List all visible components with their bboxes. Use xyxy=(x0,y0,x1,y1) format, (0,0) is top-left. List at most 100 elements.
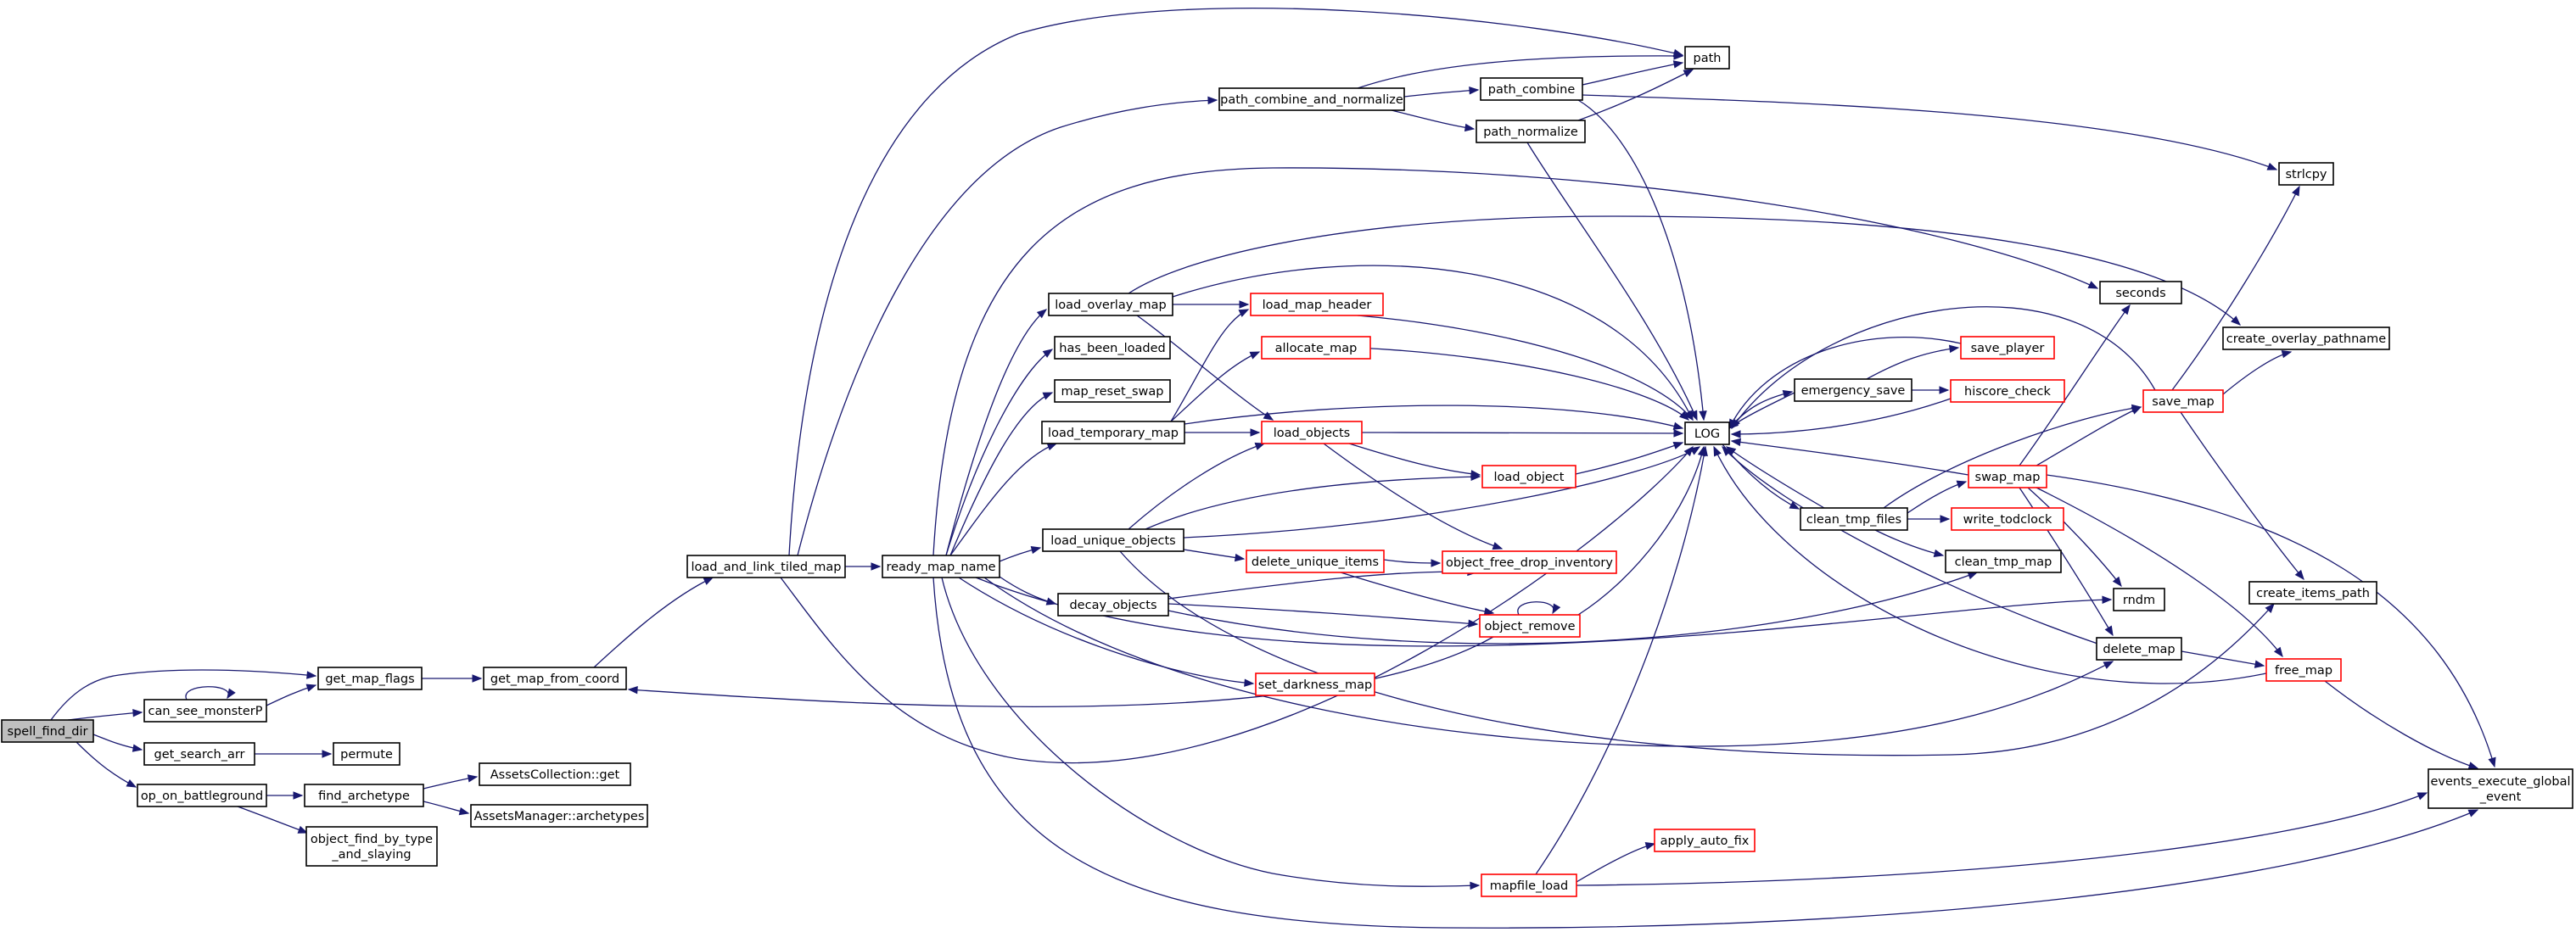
node-label: save_map xyxy=(2152,395,2214,409)
edge-path_combine_and_normalize-to-path_combine xyxy=(1403,87,1480,98)
edge-get_map_flags-to-get_map_from_coord xyxy=(422,674,483,683)
edge-ready_map_name-to-rndm xyxy=(975,577,2113,647)
node-load-unique-objects[interactable]: load_unique_objects xyxy=(1042,528,1184,552)
edge-ready_map_name-to-decay_objects xyxy=(999,576,1057,606)
edge-free_map-to-events_execute_global_event xyxy=(2324,680,2479,770)
node-swap-map[interactable]: swap_map xyxy=(1968,465,2047,488)
node-rndm[interactable]: rndm xyxy=(2113,588,2165,611)
node-label: decay_objects xyxy=(1069,599,1156,612)
node-save-player[interactable]: save_player xyxy=(1960,336,2055,360)
node-op-on-battleground[interactable]: op_on_battleground xyxy=(137,784,267,807)
edge-hiscore_check-to-LOG xyxy=(1730,398,1952,438)
edge-delete_unique_items-to-object_remove xyxy=(1340,572,1495,616)
node-apply-auto-fix[interactable]: apply_auto_fix xyxy=(1654,829,1756,852)
node-get-map-flags[interactable]: get_map_flags xyxy=(317,667,423,690)
node-seconds[interactable]: seconds xyxy=(2099,281,2182,304)
node-write-todclock[interactable]: write_todclock xyxy=(1951,507,2064,531)
edge-swap_map-to-free_map xyxy=(2036,487,2283,658)
node-strlcpy[interactable]: strlcpy xyxy=(2278,162,2334,186)
node-assetsmanager-archetypes[interactable]: AssetsManager::archetypes xyxy=(470,804,648,828)
node-label: load_object xyxy=(1494,471,1565,484)
node-path[interactable]: path xyxy=(1684,46,1730,70)
node-object-find-by-type-and-slaying[interactable]: object_find_by_type _and_slaying xyxy=(305,826,438,867)
edge-path_normalize-to-path xyxy=(1577,69,1694,121)
edge-LOG-to-clean_tmp_files xyxy=(1722,444,1800,510)
node-label: spell_find_dir xyxy=(8,725,88,739)
edge-ready_map_name-to-seconds xyxy=(932,167,2099,556)
node-events-execute-global-event[interactable]: events_execute_global_event xyxy=(2428,768,2573,809)
node-object-remove[interactable]: object_remove xyxy=(1479,614,1581,638)
node-load-map-header[interactable]: load_map_header xyxy=(1250,293,1384,316)
edge-swap_map-to-save_map xyxy=(2036,406,2142,466)
node-label: load_unique_objects xyxy=(1050,534,1175,548)
node-label: path_combine xyxy=(1488,83,1576,97)
node-free-map[interactable]: free_map xyxy=(2265,658,2342,682)
node-path-combine-and-normalize[interactable]: path_combine_and_normalize xyxy=(1218,87,1405,111)
node-path-combine[interactable]: path_combine xyxy=(1480,77,1583,101)
node-set-darkness-map[interactable]: set_darkness_map xyxy=(1255,672,1375,696)
node-delete-map[interactable]: delete_map xyxy=(2096,637,2182,661)
node-load-objects[interactable]: load_objects xyxy=(1261,421,1363,444)
node-label: strlcpy xyxy=(2286,168,2327,181)
node-can-see-monsterp[interactable]: can_see_monsterP xyxy=(143,699,267,723)
edge-op_on_battleground-to-object_find_by_type_and_slaying xyxy=(237,806,309,834)
node-ready-map-name[interactable]: ready_map_name xyxy=(882,555,1000,578)
node-create-overlay-pathname[interactable]: create_overlay_pathname xyxy=(2222,326,2390,350)
edge-ready_map_name-to-events_execute_global_event xyxy=(932,577,2479,929)
node-spell-find-dir[interactable]: spell_find_dir xyxy=(1,719,94,743)
edge-path_combine-to-path xyxy=(1582,60,1684,86)
node-load-temporary-map[interactable]: load_temporary_map xyxy=(1041,421,1185,444)
edge-save_map-to-strlcpy xyxy=(2171,185,2300,391)
node-allocate-map[interactable]: allocate_map xyxy=(1261,336,1371,360)
edge-ready_map_name-to-mapfile_load xyxy=(941,577,1481,890)
node-clean-tmp-map[interactable]: clean_tmp_map xyxy=(1945,550,2062,573)
node-label: free_map xyxy=(2275,664,2332,678)
node-permute[interactable]: permute xyxy=(333,742,400,766)
node-label: get_map_from_coord xyxy=(490,672,619,686)
node-create-items-path[interactable]: create_items_path xyxy=(2248,581,2377,605)
node-label: op_on_battleground xyxy=(141,790,263,803)
node-label: ready_map_name xyxy=(886,561,995,574)
edge-can_see_monsterP-to-can_see_monsterP xyxy=(185,686,236,700)
node-label: rndm xyxy=(2123,594,2155,607)
node-load-object[interactable]: load_object xyxy=(1481,465,1576,488)
node-load-and-link-tiled-map[interactable]: load_and_link_tiled_map xyxy=(686,555,846,578)
edge-can_see_monsterP-to-get_map_flags xyxy=(266,684,317,706)
node-get-map-from-coord[interactable]: get_map_from_coord xyxy=(483,667,627,690)
node-emergency-save[interactable]: emergency_save xyxy=(1794,378,1912,402)
edge-load_map_header-to-LOG xyxy=(1357,315,1694,421)
edge-load_unique_objects-to-load_object xyxy=(1145,472,1481,530)
edge-load_unique_objects-to-delete_unique_items xyxy=(1183,549,1246,562)
node-has-been-loaded[interactable]: has_been_loaded xyxy=(1054,336,1171,360)
node-save-map[interactable]: save_map xyxy=(2142,389,2224,413)
edge-load_unique_objects-to-load_objects xyxy=(1128,442,1266,530)
node-path-normalize[interactable]: path_normalize xyxy=(1476,120,1586,143)
node-label: has_been_loaded xyxy=(1059,342,1165,355)
node-decay-objects[interactable]: decay_objects xyxy=(1057,593,1169,617)
edge-delete_map-to-LOG xyxy=(1722,446,2101,645)
node-assetscollection-get[interactable]: AssetsCollection::get xyxy=(479,762,631,786)
node-clean-tmp-files[interactable]: clean_tmp_files xyxy=(1800,507,1908,531)
node-get-search-arr[interactable]: get_search_arr xyxy=(143,742,255,766)
node-mapfile-load[interactable]: mapfile_load xyxy=(1481,873,1577,897)
edge-delete_map-to-free_map xyxy=(2181,650,2265,668)
node-label: set_darkness_map xyxy=(1258,678,1373,692)
node-find-archetype[interactable]: find_archetype xyxy=(304,784,424,807)
node-log[interactable]: LOG xyxy=(1684,421,1730,445)
node-label: path_normalize xyxy=(1483,126,1578,139)
edge-ready_map_name-to-load_unique_objects xyxy=(999,545,1042,562)
node-label: _and_slaying xyxy=(331,848,411,862)
node-label: AssetsCollection::get xyxy=(490,768,620,782)
node-map-reset-swap[interactable]: map_reset_swap xyxy=(1054,379,1171,403)
node-label: _event xyxy=(2479,790,2522,804)
edge-load_unique_objects-to-LOG xyxy=(1183,446,1701,539)
node-load-overlay-map[interactable]: load_overlay_map xyxy=(1048,293,1173,316)
node-label: object_find_by_type xyxy=(311,833,433,846)
node-label: events_execute_global xyxy=(2430,775,2570,789)
edge-spell_find_dir-to-get_map_flags xyxy=(50,669,317,721)
node-delete-unique-items[interactable]: delete_unique_items xyxy=(1246,550,1385,573)
call-edges xyxy=(50,8,2496,929)
node-hiscore-check[interactable]: hiscore_check xyxy=(1950,379,2065,403)
edge-get_map_from_coord-to-load_and_link_tiled_map xyxy=(593,577,714,668)
node-object-free-drop-inventory[interactable]: object_free_drop_inventory xyxy=(1442,550,1617,574)
